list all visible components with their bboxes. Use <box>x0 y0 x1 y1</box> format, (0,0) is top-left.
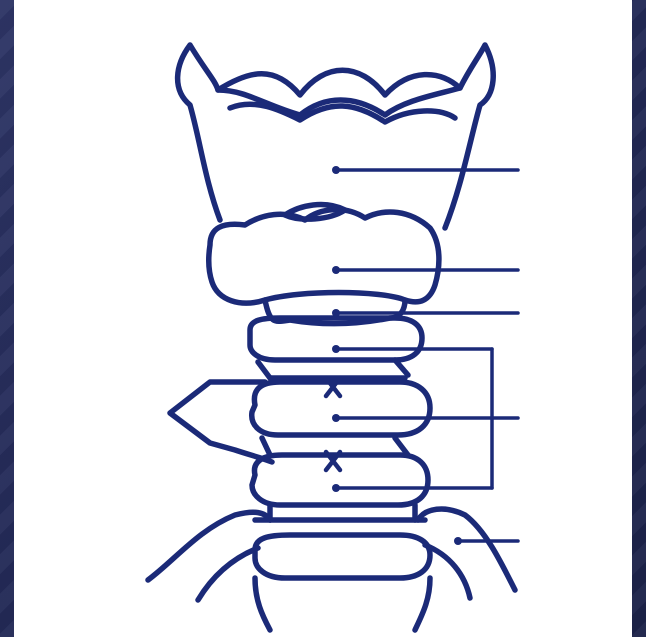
cricoid-cartilage <box>209 205 439 304</box>
thyroid-cartilage <box>178 45 494 228</box>
sternal-notch-clavicles <box>148 509 515 630</box>
tracheal-ring-4 <box>255 505 430 578</box>
